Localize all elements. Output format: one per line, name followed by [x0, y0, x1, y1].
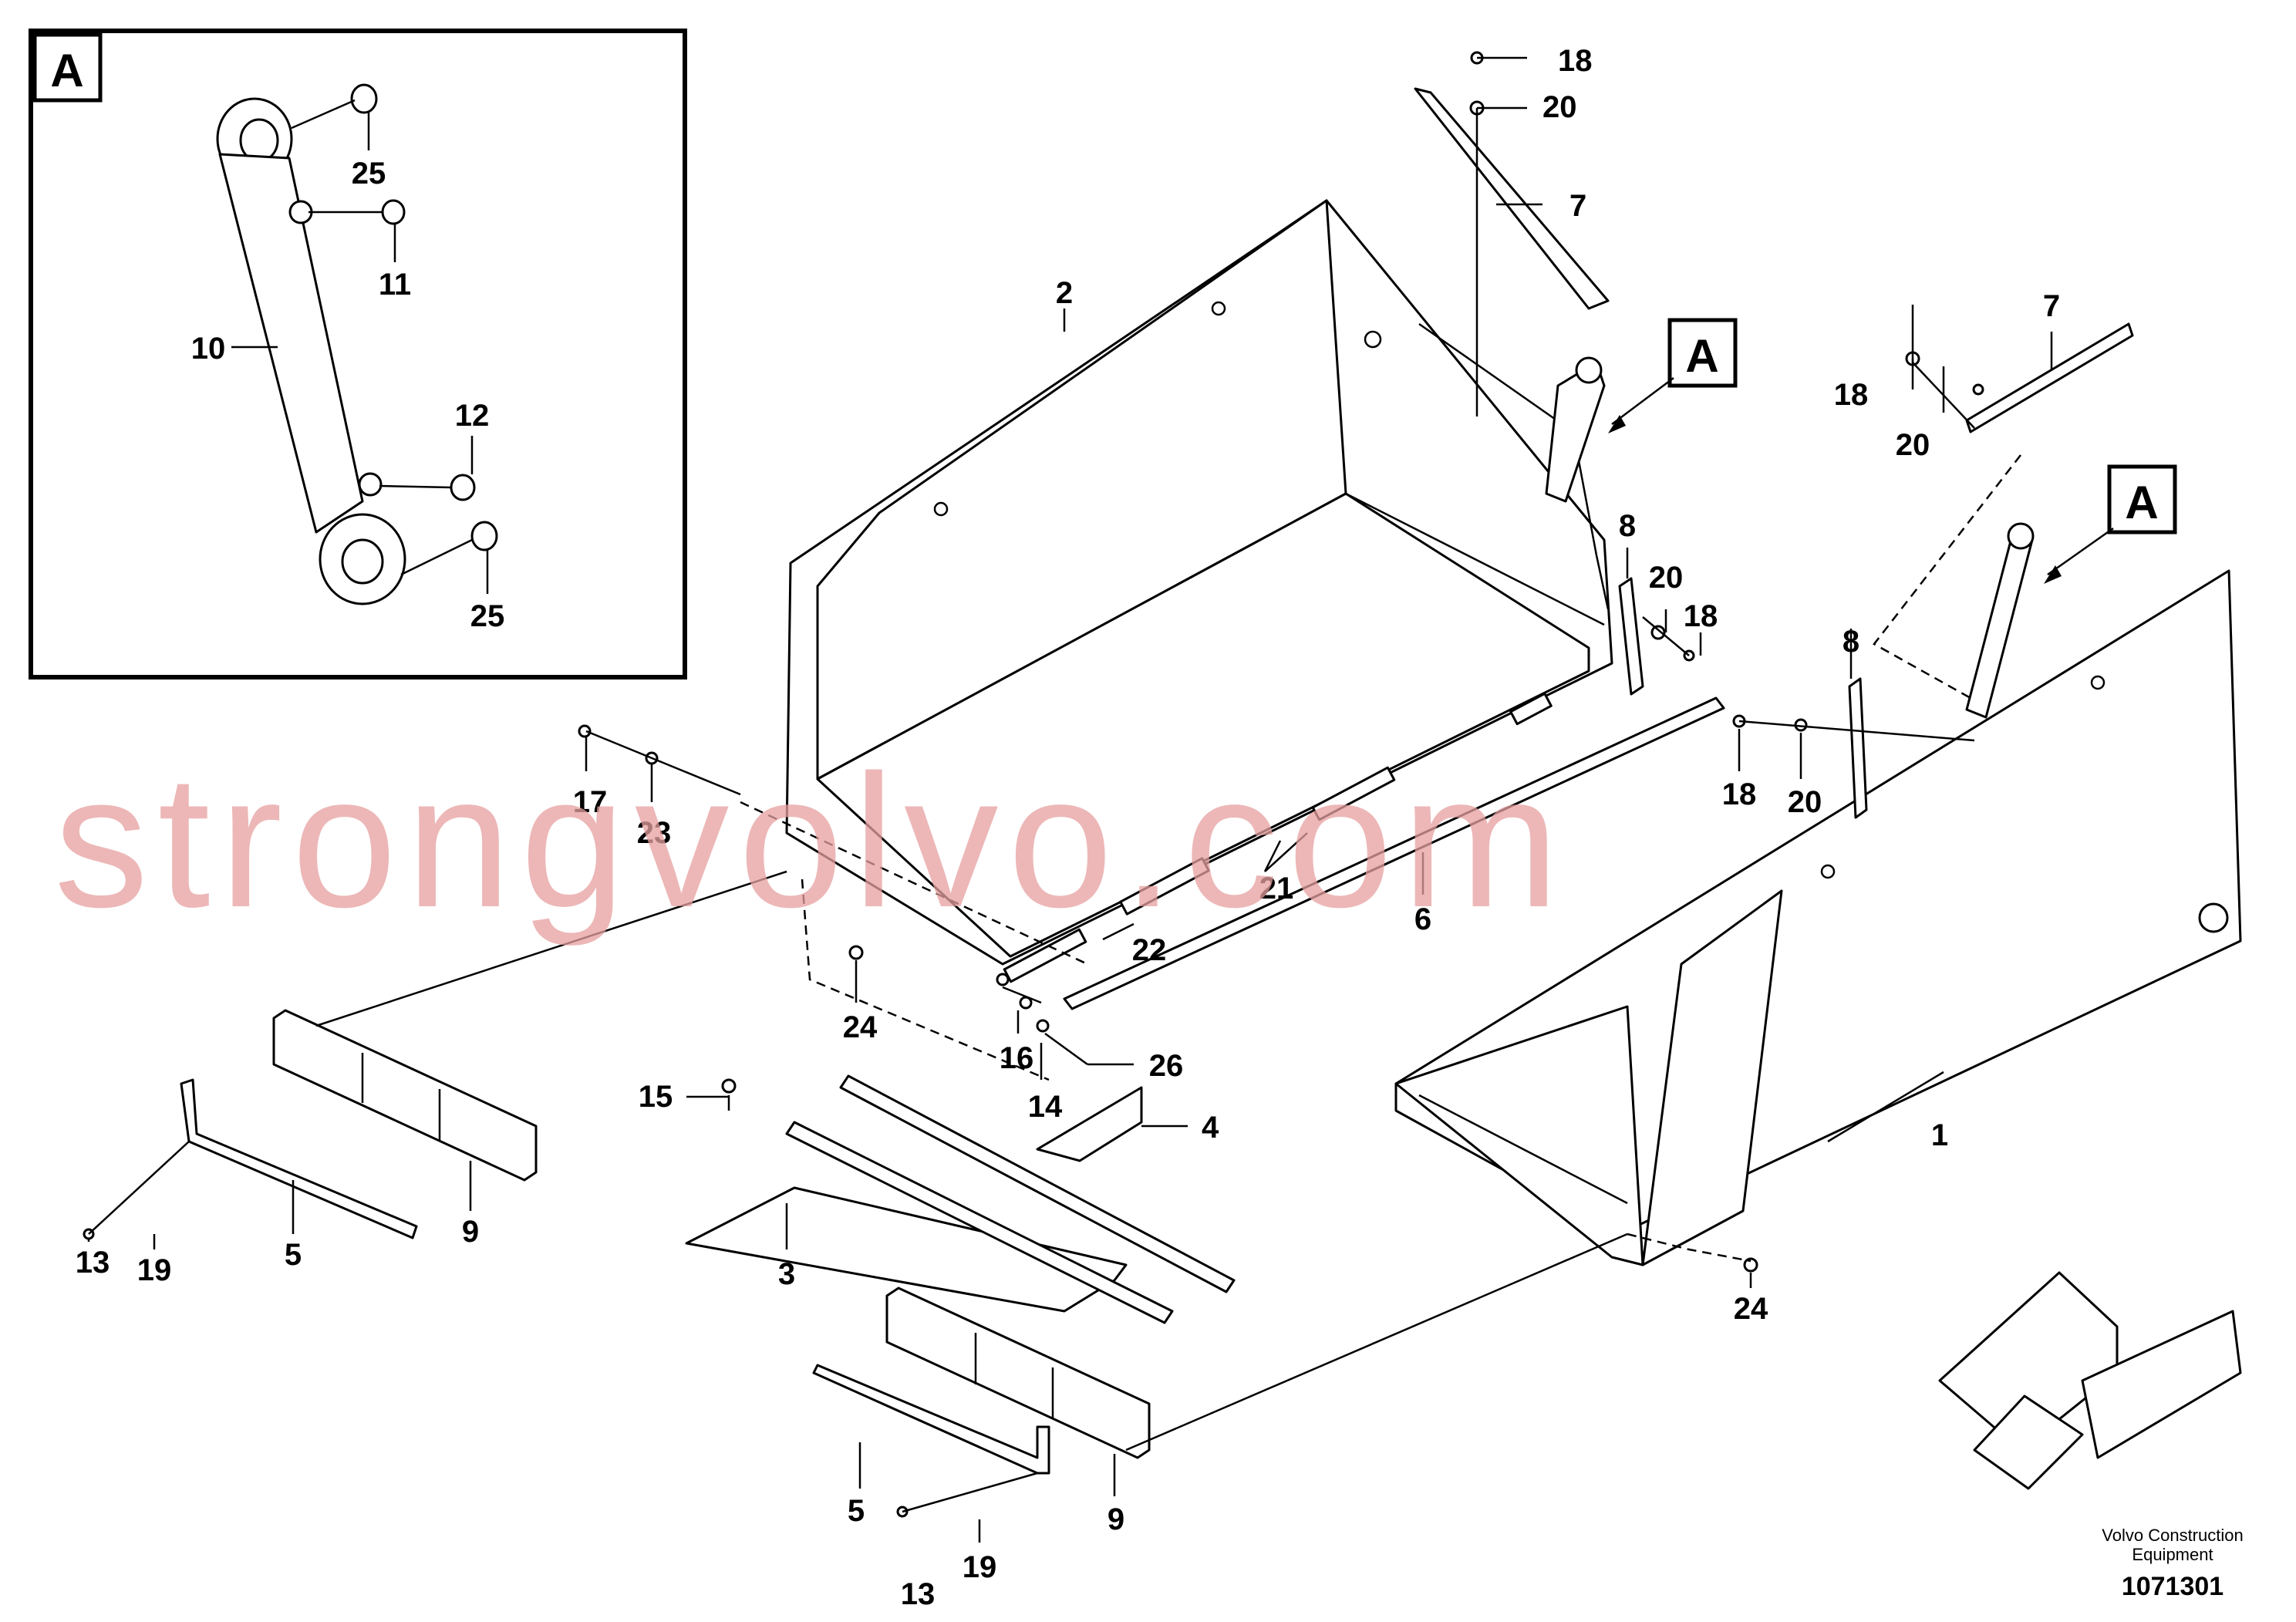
nut-12	[450, 474, 476, 501]
callout-7-right: 7	[2043, 289, 2060, 323]
dashed-guide-3	[1873, 454, 2021, 700]
callout-11: 11	[379, 268, 411, 302]
callout-6: 6	[1414, 902, 1431, 936]
callout-8-right: 8	[1843, 625, 1859, 659]
washer-25-top	[350, 83, 378, 114]
callout-9-right: 9	[1108, 1502, 1124, 1536]
callout-leaders	[87, 56, 2053, 1543]
callout-7-top: 7	[1569, 189, 1586, 223]
footer: Volvo Construction Equipment 1071301	[2102, 1526, 2243, 1601]
dashed-guide-2	[801, 878, 1050, 1081]
plate-part-3	[685, 1186, 1128, 1313]
callout-20-top: 20	[1542, 90, 1577, 124]
callout-15: 15	[639, 1080, 673, 1114]
svg-text:A: A	[2125, 477, 2158, 528]
callout-8-upper: 8	[1619, 509, 1636, 543]
callout-13-left: 13	[76, 1246, 110, 1280]
callout-18-top: 18	[1558, 44, 1593, 78]
wear-plate-part-9-left	[272, 1009, 538, 1182]
overview-thumbnail	[1938, 1271, 2242, 1490]
hinge-pins-upper	[1003, 692, 1553, 983]
strip-part-5-right	[812, 1364, 1050, 1475]
wear-plate-part-9-right	[885, 1286, 1151, 1459]
callout-20-lower: 20	[1788, 785, 1822, 819]
dashed-guide-1	[740, 801, 1088, 966]
callout-21: 21	[1259, 872, 1294, 905]
callout-19-right: 19	[963, 1550, 997, 1584]
bucket-part-1	[1394, 522, 2242, 1266]
callout-10: 10	[191, 332, 226, 366]
plate-part-8-upper	[1618, 577, 1644, 696]
rods-part-4	[785, 1074, 1236, 1324]
footer-company-line2: Equipment	[2132, 1545, 2213, 1564]
callout-25-bottom: 25	[470, 599, 505, 633]
callout-16: 16	[1000, 1041, 1034, 1075]
callout-5-right: 5	[848, 1494, 865, 1528]
hydraulic-cylinder	[216, 97, 406, 605]
callout-18-upper: 18	[1684, 599, 1718, 633]
detail-a-reference-1: A	[1608, 318, 1738, 433]
callout-2: 2	[1056, 276, 1073, 310]
callout-12: 12	[455, 399, 490, 433]
watermark: strongvolvo.com	[54, 735, 1569, 946]
svg-text:A: A	[1685, 330, 1718, 382]
callout-9-left: 9	[462, 1215, 479, 1249]
callout-19-left: 19	[137, 1253, 172, 1287]
callout-22: 22	[1132, 933, 1167, 967]
rod-part-6	[1063, 696, 1725, 1010]
callout-4: 4	[1202, 1111, 1219, 1145]
plate-part-8-right	[1848, 677, 1868, 819]
callout-23: 23	[637, 816, 672, 850]
callout-18-right: 18	[1834, 378, 1869, 412]
footer-company-line1: Volvo Construction	[2102, 1526, 2243, 1545]
callout-17: 17	[573, 785, 608, 819]
callout-18-lower: 18	[1722, 777, 1757, 811]
callout-26: 26	[1149, 1049, 1184, 1083]
washer-25-bottom	[470, 521, 498, 551]
detail-a-reference-2: A	[2044, 464, 2177, 584]
callout-20-upper: 20	[1649, 561, 1684, 595]
detail-a-inset: A 25 11 10 12 25	[29, 29, 687, 679]
strip-part-7-top	[1414, 87, 1610, 310]
callout-labels: 2 18 20 7 8 20 18 6 21 22 17 23 24 16 26…	[76, 44, 2060, 1611]
dashed-guide-4	[1627, 1233, 1752, 1263]
callout-20-right: 20	[1896, 428, 1930, 462]
bucket-part-2	[785, 199, 1613, 983]
callout-3: 3	[778, 1257, 795, 1291]
callout-5-left: 5	[285, 1238, 302, 1272]
callout-1: 1	[1931, 1118, 1948, 1152]
detail-a-tag: A	[50, 45, 83, 96]
drawing-number: 1071301	[2122, 1572, 2224, 1601]
strip-part-7-right	[1965, 322, 2134, 433]
callout-25-top: 25	[352, 157, 386, 191]
callout-13-right: 13	[901, 1577, 936, 1611]
callout-24-right: 24	[1734, 1292, 1768, 1326]
nut-11	[381, 199, 406, 225]
callout-14: 14	[1028, 1090, 1063, 1124]
callout-24-left: 24	[843, 1010, 878, 1044]
